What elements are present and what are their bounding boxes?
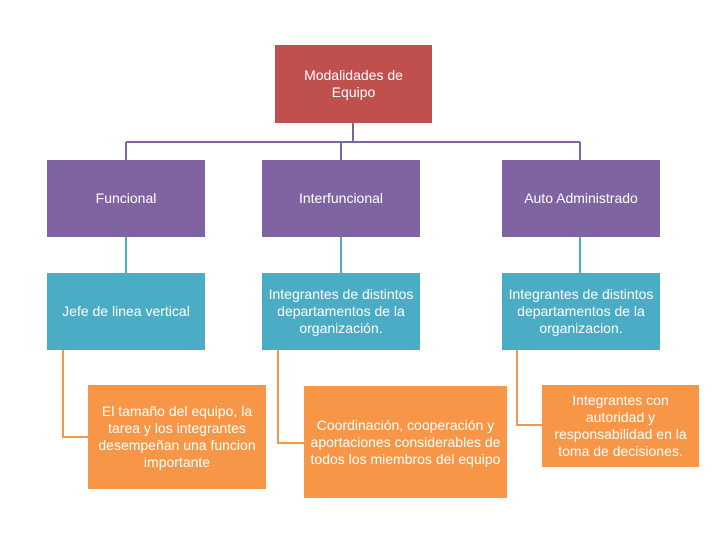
connector-auto-detail bbox=[516, 350, 542, 426]
detail-label: Integrantes con autoridad y responsabili… bbox=[554, 392, 687, 459]
detail-node-interfuncional: Coordinación, cooperación y aportaciones… bbox=[304, 386, 507, 498]
type-label: Interfuncional bbox=[298, 190, 384, 206]
description-label: Jefe de linea vertical bbox=[62, 303, 190, 319]
description-node-funcional: Jefe de linea vertical bbox=[47, 273, 205, 350]
root-label: Modalidades de Equipo bbox=[304, 67, 403, 100]
description-node-auto-administrado: Integrantes de distintos departamentos d… bbox=[502, 273, 660, 350]
type-node-auto-administrado: Auto Administrado bbox=[502, 160, 660, 237]
type-label: Funcional bbox=[95, 190, 157, 206]
type-node-interfuncional: Interfuncional bbox=[262, 160, 420, 237]
type-node-funcional: Funcional bbox=[47, 160, 205, 237]
detail-label: El tamaño del equipo, la tarea y los int… bbox=[98, 403, 256, 470]
connector-interfuncional-detail bbox=[277, 350, 304, 444]
description-label: Integrantes de distintos departamentos d… bbox=[268, 286, 414, 336]
connector-funcional-detail bbox=[62, 350, 88, 438]
detail-node-auto-administrado: Integrantes con autoridad y responsabili… bbox=[542, 385, 699, 467]
description-node-interfuncional: Integrantes de distintos departamentos d… bbox=[262, 273, 420, 350]
description-label: Integrantes de distintos departamentos d… bbox=[508, 286, 654, 336]
detail-node-funcional: El tamaño del equipo, la tarea y los int… bbox=[88, 385, 266, 489]
type-label: Auto Administrado bbox=[524, 190, 638, 206]
root-node: Modalidades de Equipo bbox=[275, 45, 432, 123]
detail-label: Coordinación, cooperación y aportaciones… bbox=[310, 416, 501, 467]
